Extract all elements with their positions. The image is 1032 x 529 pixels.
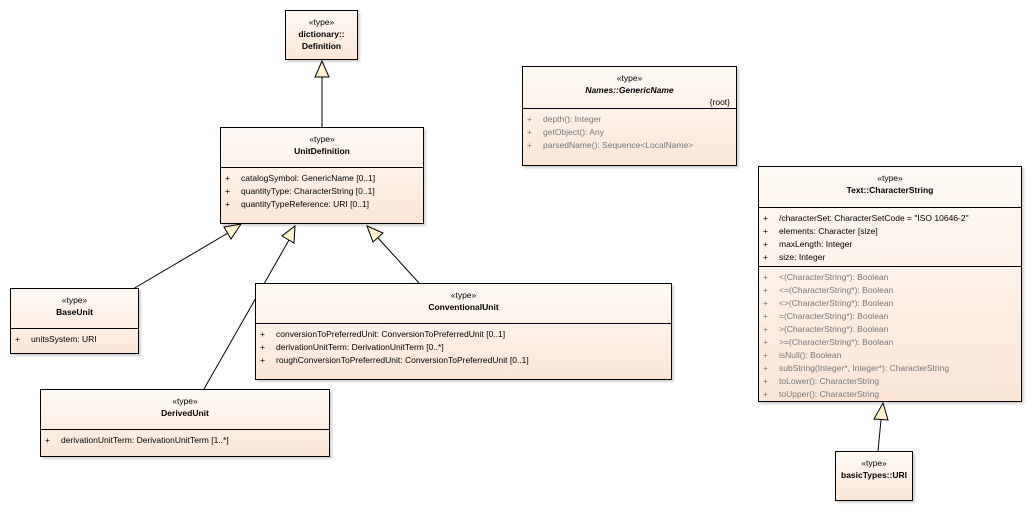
operation-row: +<=(CharacterString*): Boolean <box>763 285 894 295</box>
attribute-row: +elements: Character [size] <box>763 226 878 236</box>
stereotype-label: «type» <box>616 73 643 83</box>
operations-compartment: +depth(): Integer +getObject(): Any +par… <box>523 109 736 155</box>
class-name: Text::CharacterString <box>846 185 934 195</box>
operation-row: +subString(Integer*, Integer*): Characte… <box>763 363 950 373</box>
attribute-row: +conversionToPreferredUnit: ConversionTo… <box>260 329 506 339</box>
attribute-row: +unitsSystem: URI <box>15 334 97 344</box>
arrowhead-unitdefinition-from-baseunit <box>223 223 243 240</box>
compartment-divider <box>256 323 671 324</box>
operation-row: +getObject(): Any <box>527 127 604 137</box>
operation-row: +<(CharacterString*): Boolean <box>763 272 889 282</box>
operation-row: +toLower(): CharacterString <box>763 376 880 386</box>
operation-row: +isNull(): Boolean <box>763 350 842 360</box>
stereotype-label: «type» <box>877 173 903 183</box>
stereotype-label: «type» <box>450 290 477 300</box>
class-generic-name[interactable]: «type» Names::GenericName {root} +depth(… <box>522 66 737 166</box>
attribute-row: +quantityType: CharacterString [0..1] <box>225 186 375 196</box>
operation-row: +toUpper(): CharacterString <box>763 389 880 399</box>
compartment-divider <box>759 207 1021 208</box>
edge-conventionalunit-to-unitdefinition <box>377 237 420 284</box>
operation-row: +=(CharacterString*): Boolean <box>763 311 889 321</box>
operation-row: +depth(): Integer <box>527 114 602 124</box>
attributes-compartment: +unitsSystem: URI <box>11 329 138 349</box>
stereotype-label: «type» <box>308 17 335 27</box>
attribute-row: +roughConversionToPreferredUnit: Convers… <box>260 355 529 365</box>
attribute-row: +maxLength: Integer <box>763 239 853 249</box>
compartment-divider <box>759 266 1021 267</box>
class-name: Names::GenericName <box>585 85 674 95</box>
operation-row: +>=(CharacterString*): Boolean <box>763 337 894 347</box>
attributes-compartment: +derivationUnitTerm: DerivationUnitTerm … <box>41 430 329 450</box>
arrowhead-definition <box>314 59 330 78</box>
compartment-divider <box>11 328 138 329</box>
class-header: «type» DerivedUnit <box>41 390 329 429</box>
tagged-value: {root} <box>709 97 730 107</box>
compartment-divider <box>221 167 423 168</box>
arrowhead-characterstring <box>873 401 889 421</box>
attribute-row: +derivationUnitTerm: DerivationUnitTerm … <box>260 342 444 352</box>
class-uri[interactable]: «type» basicTypes::URI <box>835 451 913 501</box>
class-header: «type» UnitDefinition <box>221 128 423 167</box>
stereotype-label: «type» <box>61 295 88 305</box>
class-definition[interactable]: «type» dictionary:: Definition <box>285 10 358 60</box>
class-derived-unit[interactable]: «type» DerivedUnit +derivationUnitTerm: … <box>40 389 330 457</box>
class-name: UnitDefinition <box>294 146 350 156</box>
attributes-compartment: +catalogSymbol: GenericName [0..1] +quan… <box>221 168 423 214</box>
class-conventional-unit[interactable]: «type» ConventionalUnit +conversionToPre… <box>255 283 672 380</box>
class-unit-definition[interactable]: «type» UnitDefinition +catalogSymbol: Ge… <box>220 127 424 224</box>
class-name: BaseUnit <box>56 307 93 317</box>
stereotype-label: «type» <box>861 458 887 468</box>
stereotype-label: «type» <box>309 134 335 144</box>
class-name: DerivedUnit <box>161 408 209 418</box>
arrowhead-unitdefinition-from-conventionalunit <box>366 225 384 243</box>
compartment-divider <box>41 429 329 430</box>
attributes-compartment: +conversionToPreferredUnit: ConversionTo… <box>256 324 671 370</box>
attribute-row: +quantityTypeReference: URI [0..1] <box>225 199 370 209</box>
stereotype-label: «type» <box>172 396 198 406</box>
class-name: ConventionalUnit <box>428 302 499 312</box>
operations-compartment: +<(CharacterString*): Boolean +<=(Charac… <box>759 267 1021 404</box>
class-header: «type» basicTypes::URI <box>836 452 912 481</box>
attribute-row: +derivationUnitTerm: DerivationUnitTerm … <box>45 435 229 445</box>
class-header: «type» Names::GenericName <box>523 67 736 96</box>
edge-baseunit-to-unitdefinition <box>132 232 229 290</box>
attribute-row: +/characterSet: CharacterSetCode = "ISO … <box>763 213 969 223</box>
class-character-string[interactable]: «type» Text::CharacterString +/character… <box>758 166 1022 402</box>
class-header: «type» BaseUnit <box>11 289 138 328</box>
class-name: basicTypes::URI <box>841 470 907 480</box>
class-header: «type» Text::CharacterString <box>759 167 1021 207</box>
attribute-row: +catalogSymbol: GenericName [0..1] <box>225 173 376 183</box>
operation-row: +parsedName(): Sequence<LocalName> <box>527 140 694 150</box>
arrowhead-unitdefinition-from-derivedunit <box>281 224 296 244</box>
class-header: «type» ConventionalUnit <box>256 284 671 323</box>
class-header: «type» dictionary:: Definition <box>286 11 357 52</box>
class-base-unit[interactable]: «type» BaseUnit +unitsSystem: URI <box>10 288 139 354</box>
compartment-divider <box>523 108 736 109</box>
class-name-line2: Definition <box>301 41 342 51</box>
attribute-row: +size: Integer <box>763 252 826 262</box>
class-name: dictionary:: <box>298 29 345 39</box>
operation-row: +<>(CharacterString*): Boolean <box>763 298 894 308</box>
operation-row: +>(CharacterString*): Boolean <box>763 324 889 334</box>
attributes-compartment: +/characterSet: CharacterSetCode = "ISO … <box>759 208 1021 266</box>
edge-uri-to-characterstring <box>877 419 882 452</box>
